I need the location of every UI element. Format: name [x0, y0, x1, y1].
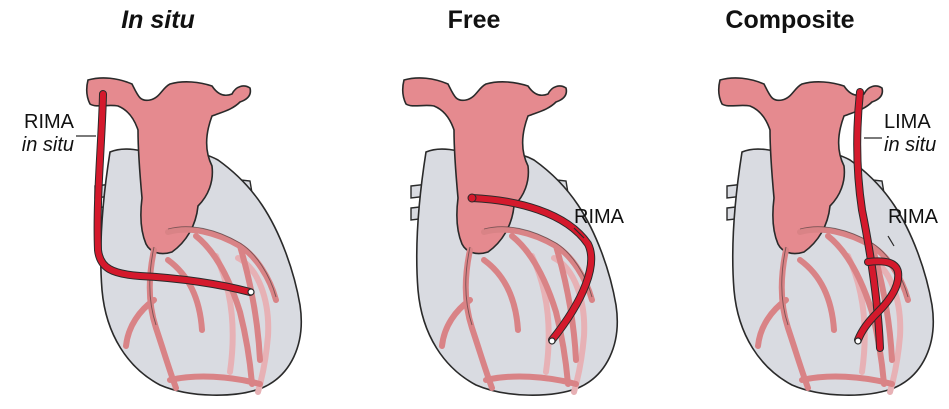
- label-lima-in-situ: LIMA in situ: [884, 111, 936, 157]
- panel-in-situ: In situ RIMA in situ: [0, 0, 316, 409]
- label-rima-in-situ: RIMA in situ: [8, 111, 74, 157]
- heart-illustration: [0, 0, 316, 409]
- aortic-anastomosis: [468, 194, 476, 202]
- heart-illustration: [316, 0, 632, 409]
- label-rima: RIMA: [574, 206, 624, 229]
- heart-illustration: [632, 0, 948, 409]
- panel-free: Free RIMA: [316, 0, 632, 409]
- label-rima: RIMA: [888, 206, 938, 229]
- panel-composite: Composite LIMA in situ RIMA: [632, 0, 948, 409]
- anastomosis-dot: [855, 338, 861, 344]
- anastomosis-dot: [549, 338, 555, 344]
- anastomosis-dot: [248, 289, 254, 295]
